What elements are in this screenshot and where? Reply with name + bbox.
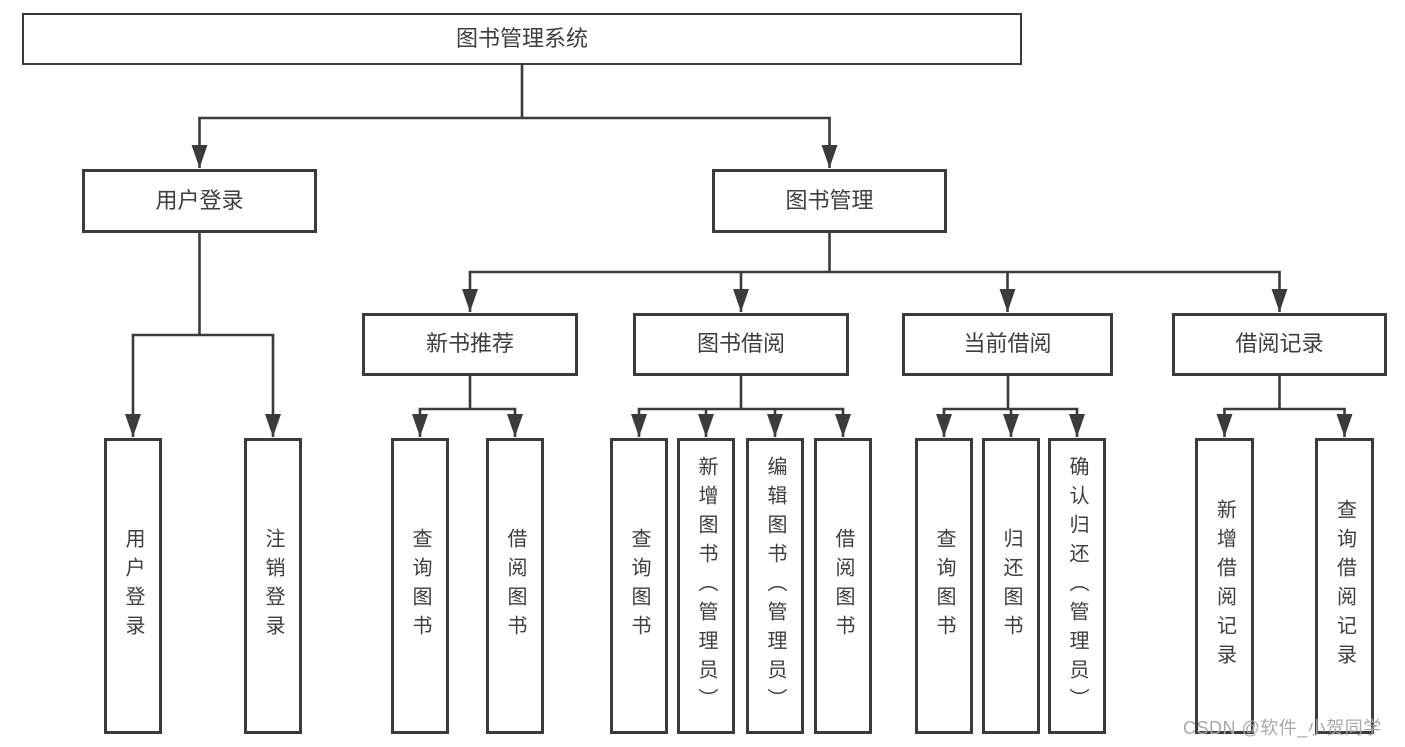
leaf-return-book: 归还图书	[982, 438, 1040, 734]
watermark: CSDN @软件_小贺同学	[1183, 718, 1382, 738]
leaf-add-borrow-record: 新增借阅记录	[1195, 438, 1254, 734]
leaf-query-book-borrowing: 查询图书	[610, 438, 668, 734]
leaf-borrow-book-recommend: 借阅图书	[486, 438, 544, 734]
leaf-edit-book-admin: 编辑图书（管理员）	[746, 438, 804, 734]
node-library-system: 图书管理系统	[22, 13, 1022, 65]
leaf-borrow-book: 借阅图书	[814, 438, 872, 734]
leaf-logout: 注销登录	[244, 438, 302, 734]
leaf-query-book-recommend: 查询图书	[391, 438, 449, 734]
node-book-borrowing: 图书借阅	[633, 313, 849, 376]
leaf-user-login: 用户登录	[104, 438, 162, 734]
node-current-borrowing: 当前借阅	[902, 313, 1113, 376]
node-user-login: 用户登录	[82, 169, 317, 233]
node-new-book-recommend: 新书推荐	[362, 313, 578, 376]
leaf-query-borrow-record: 查询借阅记录	[1315, 438, 1374, 734]
node-book-management: 图书管理	[712, 169, 947, 233]
leaf-add-book-admin: 新增图书（管理员）	[677, 438, 735, 734]
leaf-confirm-return-admin: 确认归还（管理员）	[1048, 438, 1106, 734]
node-borrowing-records: 借阅记录	[1172, 313, 1387, 376]
leaf-query-book-current: 查询图书	[915, 438, 973, 734]
